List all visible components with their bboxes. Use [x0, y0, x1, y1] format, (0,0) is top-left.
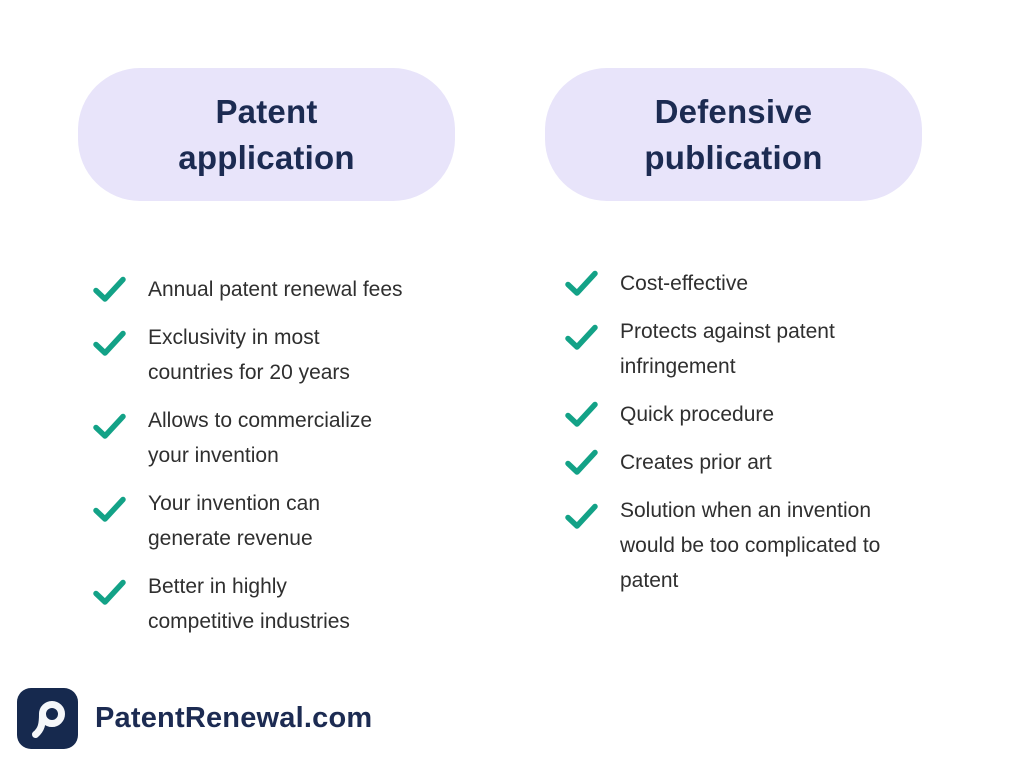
- list-item: Allows to commercialize your invention: [93, 403, 468, 473]
- list-item: Solution when an invention would be too …: [565, 493, 960, 598]
- list-item-text: Allows to commercialize your invention: [148, 409, 373, 467]
- list-item: Quick procedure: [565, 397, 960, 432]
- list-item-text: Your invention can generate revenue: [148, 492, 321, 550]
- list-item: Better in highly competitive industries: [93, 569, 468, 639]
- list-item: Creates prior art: [565, 445, 960, 480]
- patentrenewal-logo-icon: [17, 688, 78, 749]
- list-item: Exclusivity in most countries for 20 yea…: [93, 320, 468, 390]
- defensive-publication-header-pill: Defensive publication: [545, 68, 922, 201]
- column-title: Patent application: [178, 92, 355, 176]
- check-icon: [93, 276, 126, 303]
- list-item-text: Protects against patent infringement: [620, 320, 835, 378]
- list-item: Your invention can generate revenue: [93, 486, 468, 556]
- check-icon: [93, 413, 126, 440]
- list-item-text: Creates prior art: [620, 451, 772, 474]
- list-item-text: Exclusivity in most countries for 20 yea…: [148, 326, 350, 384]
- check-icon: [93, 496, 126, 523]
- check-icon: [93, 330, 126, 357]
- patent-application-header-pill: Patent application: [78, 68, 455, 201]
- brand-name: PatentRenewal.com: [95, 702, 373, 734]
- list-item: Annual patent renewal fees: [93, 272, 468, 307]
- brand-footer: PatentRenewal.com: [17, 688, 372, 749]
- list-item-text: Quick procedure: [620, 403, 775, 426]
- list-item-text: Solution when an invention would be too …: [620, 499, 881, 592]
- list-item-text: Annual patent renewal fees: [148, 278, 403, 301]
- list-item: Cost-effective: [565, 266, 960, 301]
- list-item-text: Cost-effective: [620, 272, 748, 295]
- check-icon: [565, 270, 598, 297]
- column-title: Defensive publication: [644, 92, 823, 176]
- check-icon: [565, 503, 598, 530]
- check-icon: [565, 449, 598, 476]
- list-item-text: Better in highly competitive industries: [148, 575, 350, 633]
- check-icon: [93, 579, 126, 606]
- list-item: Protects against patent infringement: [565, 314, 960, 384]
- check-icon: [565, 401, 598, 428]
- check-icon: [565, 324, 598, 351]
